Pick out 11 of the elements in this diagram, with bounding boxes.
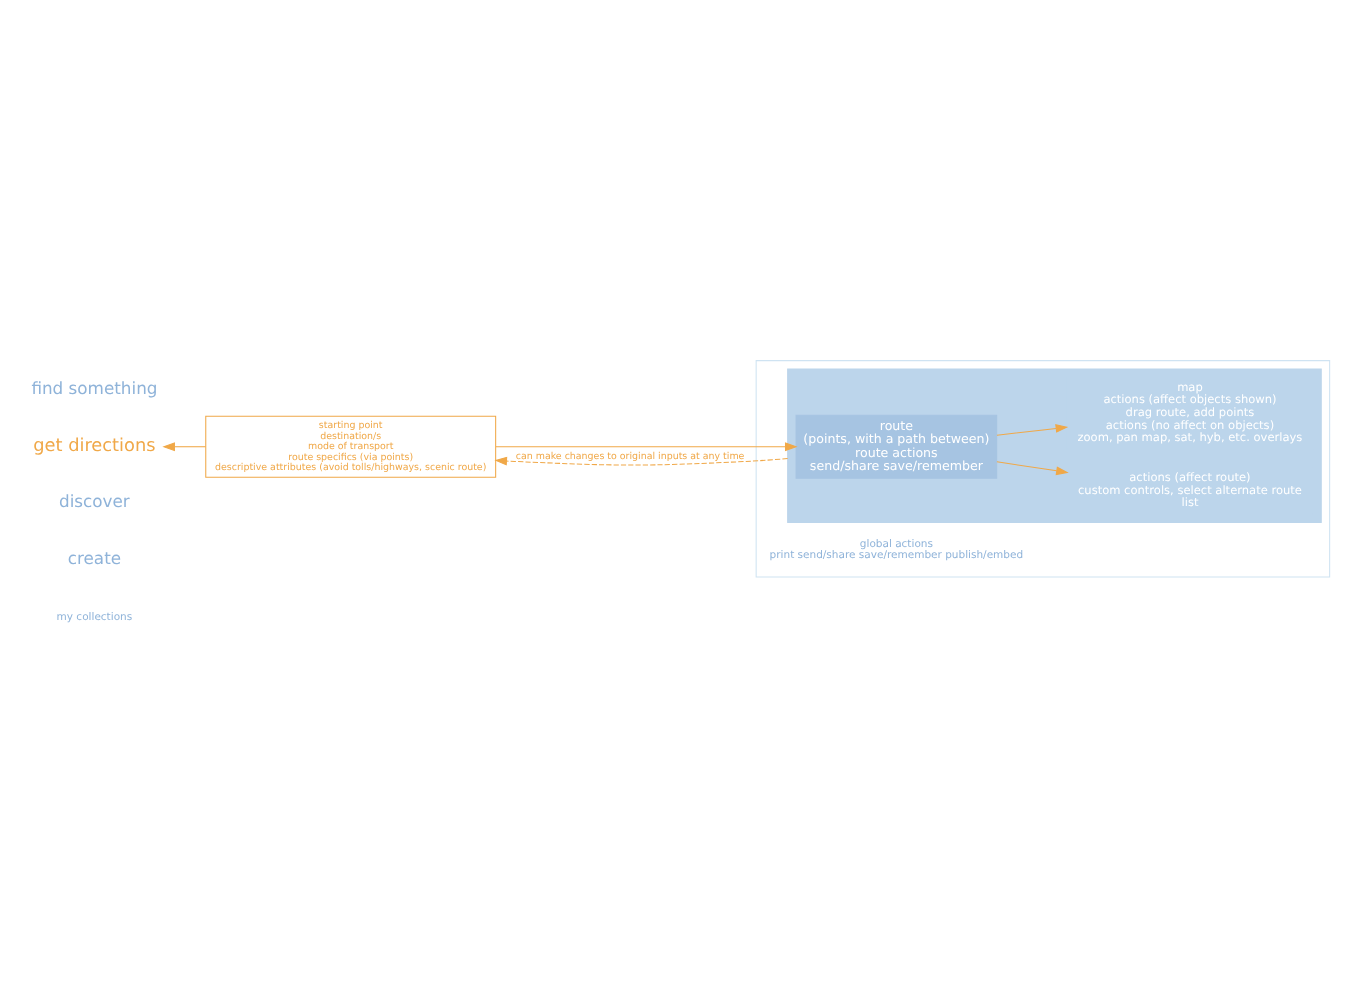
node-text: create bbox=[67, 547, 122, 568]
arrow bbox=[996, 423, 1069, 435]
cluster bbox=[787, 367, 1322, 522]
node-text: discover bbox=[59, 490, 130, 511]
cluster bbox=[755, 359, 1331, 577]
arrow bbox=[996, 460, 1069, 475]
arrow bbox=[494, 455, 789, 465]
arrow bbox=[162, 441, 207, 451]
node-text: find something bbox=[31, 377, 158, 398]
arrow bbox=[495, 441, 798, 451]
node-text: get directions bbox=[33, 436, 156, 457]
